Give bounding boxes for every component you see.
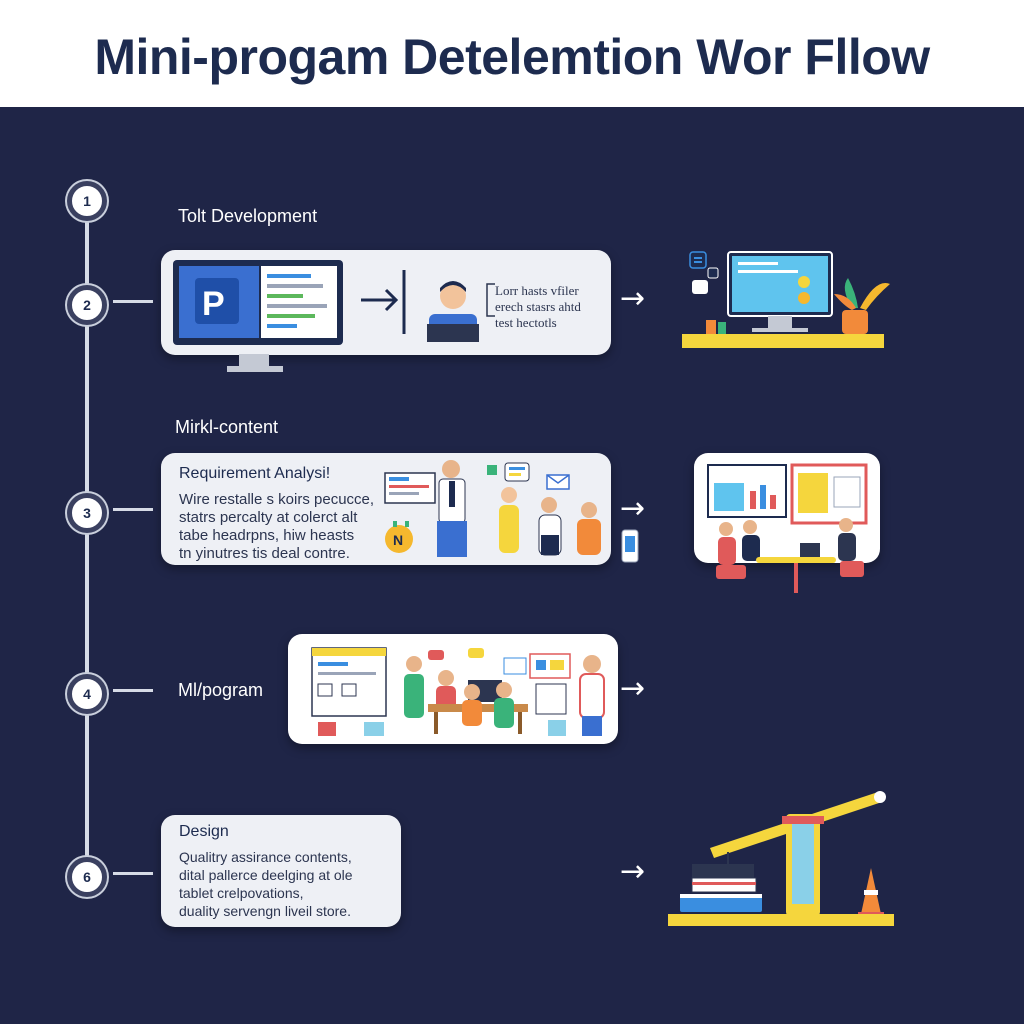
step-2-card: P Lorr hasts vfiler erech stasrs ahtd te… [161,250,611,372]
construction-crane-illustration [668,791,894,926]
step-node-4: 4 [67,674,107,714]
step-node-2: 2 [67,285,107,325]
collaboration-illustration [311,647,605,736]
flow-arrow-icon: → [620,281,646,316]
flow-arrow-icon: → [620,491,646,526]
section-label-tool-development: Tolt Development [178,206,318,226]
forward-arrow-icon [361,270,406,334]
monitor-illustration: P [173,260,343,372]
step-6-card-body: Qualitry assirance contents, dital palle… [179,849,353,919]
connector-2 [113,300,153,303]
section-label-mini-content: Mirkl-content [175,417,279,437]
callout-bracket-icon [486,283,495,317]
svg-text:P: P [202,285,225,323]
meeting-room-card [694,453,880,593]
connector-6 [113,872,153,875]
connector-4 [113,689,153,692]
section-label-mini-program: Ml/pogram [178,680,264,700]
step-3-card-body: Wire restalle s koirs pecucce, statrs pe… [179,491,375,562]
step-3-card: Requirement Analysi! Wire restalle s koi… [161,453,611,565]
step-node-1: 1 [67,181,107,221]
svg-text:N: N [393,532,403,548]
meeting-room-illustration [707,463,868,593]
step-4-card [288,634,618,744]
workstation-illustration [682,251,890,348]
team-discussion-illustration: N [384,460,601,557]
step-node-3: 3 [67,493,107,533]
flow-arrow-icon: → [620,671,646,706]
step-6-card: Design Qualitry assirance contents, dita… [161,815,401,927]
developer-avatar [427,281,479,342]
step-3-card-title: Requirement Analysi! [179,465,331,482]
phone-icon [621,529,639,563]
header-bar: Mini-progam Detelemtion Wor Fllow [0,0,1024,107]
page-title: Mini-progam Detelemtion Wor Fllow [94,29,930,85]
timeline-line [85,195,89,875]
step-2-description: Lorr hasts vfiler erech stasrs ahtd test… [495,283,581,330]
step-node-6: 6 [67,857,107,897]
step-6-card-title: Design [179,823,229,840]
flow-arrow-icon: → [620,854,646,889]
connector-3 [113,508,153,511]
